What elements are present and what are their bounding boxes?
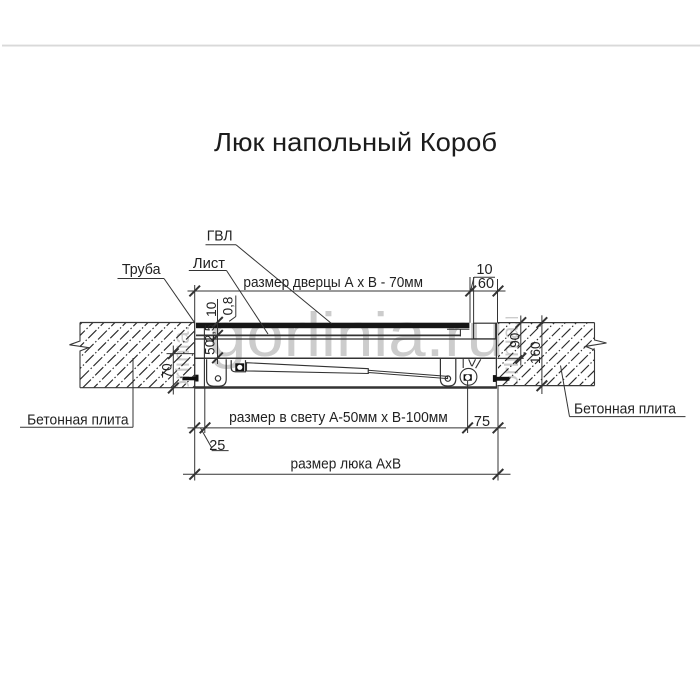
svg-text:gorlinia.ru: gorlinia.ru — [497, 300, 523, 401]
svg-text:90: 90 — [508, 333, 523, 348]
svg-text:Лист: Лист — [193, 255, 225, 272]
svg-text:75: 75 — [474, 414, 490, 430]
svg-text:10: 10 — [476, 262, 492, 278]
svg-text:размер в свету А-50мм х В-100м: размер в свету А-50мм х В-100мм — [229, 409, 448, 426]
svg-text:50: 50 — [203, 340, 218, 355]
svg-text:0,8: 0,8 — [221, 297, 236, 316]
svg-text:70: 70 — [160, 363, 175, 378]
svg-text:160: 160 — [528, 341, 543, 364]
svg-text:ГВЛ: ГВЛ — [207, 228, 233, 245]
svg-text:размер люка АхВ: размер люка АхВ — [291, 456, 402, 473]
svg-text:Люк напольный Короб: Люк напольный Короб — [214, 127, 497, 157]
svg-text:Бетонная плита: Бетонная плита — [27, 411, 129, 428]
svg-text:25: 25 — [209, 438, 225, 454]
svg-text:10: 10 — [204, 302, 219, 317]
svg-text:Труба: Труба — [122, 261, 161, 278]
svg-text:Бетонная плита: Бетонная плита — [574, 401, 677, 418]
svg-text:2,5: 2,5 — [202, 324, 217, 342]
svg-text:размер дверцы А х В - 70мм: размер дверцы А х В - 70мм — [243, 274, 423, 291]
svg-text:60: 60 — [478, 276, 494, 292]
